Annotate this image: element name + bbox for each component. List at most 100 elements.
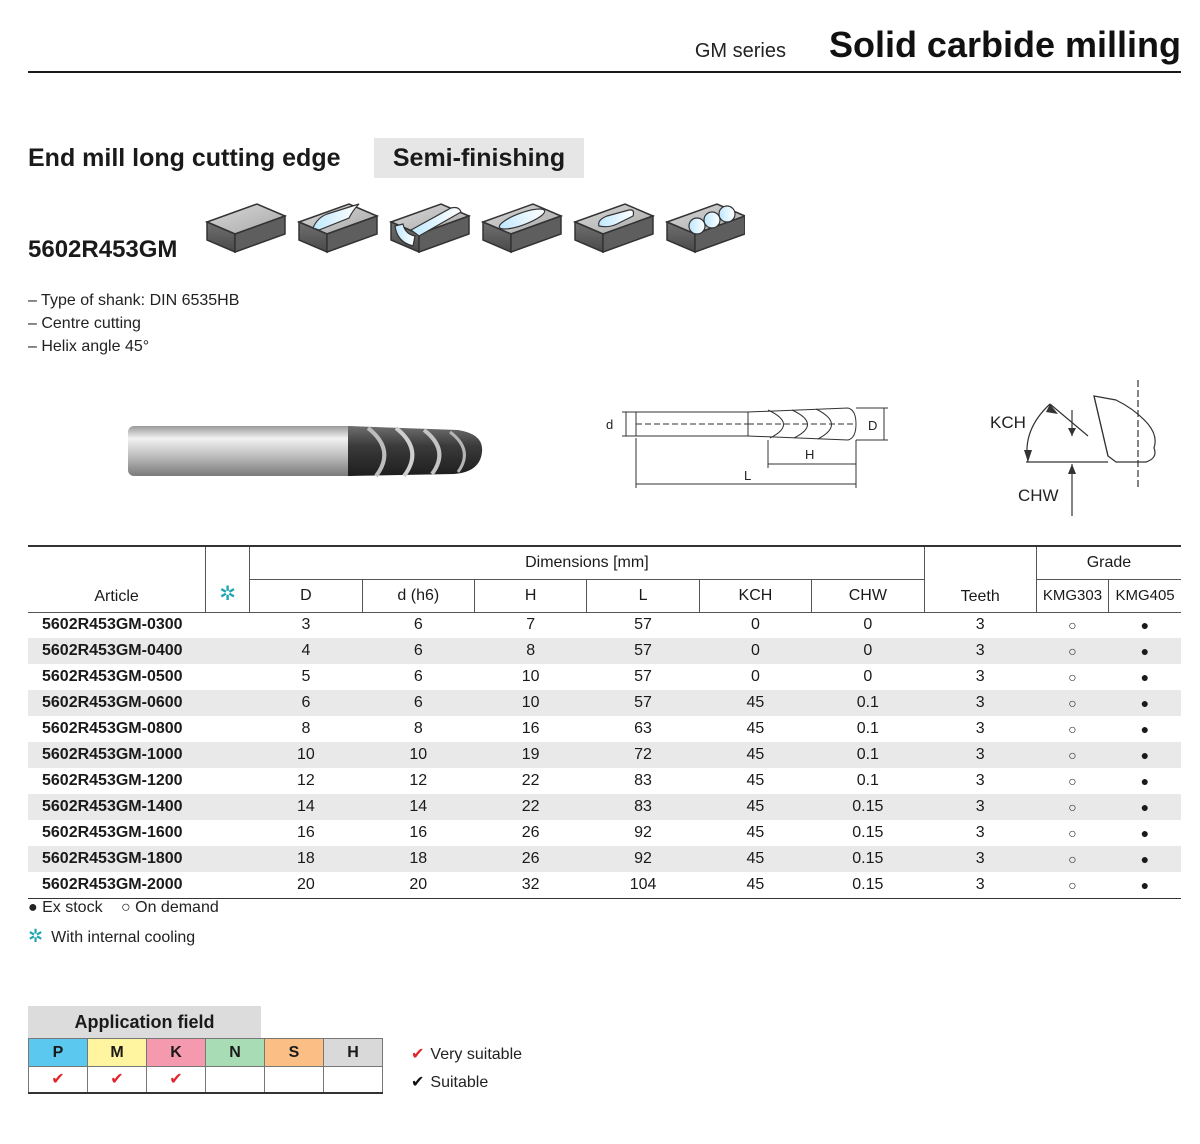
- col-grade-kmg303: KMG303: [1035, 579, 1109, 613]
- cell-l: 104: [586, 872, 700, 899]
- cell-d: 5: [301, 668, 311, 685]
- finish-badge: Semi-finishing: [374, 138, 584, 178]
- cell-d: 6: [249, 690, 363, 716]
- col-CHW: CHW: [811, 579, 924, 613]
- cell-chw: 0.1: [856, 772, 879, 789]
- dim-H-label: H: [805, 447, 814, 462]
- cell-d: 12: [409, 772, 428, 789]
- col-d: d (h6): [361, 579, 475, 613]
- cell-kch: 45: [746, 824, 765, 841]
- cell-g1: ○: [1036, 742, 1109, 768]
- cell-kch: 45: [746, 720, 765, 737]
- cell-l: 72: [586, 742, 700, 768]
- feature-centre-cutting: – Centre cutting: [28, 315, 141, 332]
- stock-legend: ● Ex stock ○ On demand: [28, 899, 233, 917]
- material-s-check-icon: [264, 1066, 324, 1094]
- cell-kch: 0: [750, 616, 760, 634]
- col-grade-kmg405: KMG405: [1108, 579, 1181, 613]
- col-L: L: [586, 579, 700, 613]
- cell-g1: ○: [1036, 690, 1109, 716]
- cell-g1: ○: [1036, 794, 1109, 820]
- very-suitable-label: Very suitable: [430, 1046, 523, 1063]
- ramping-icon: [572, 203, 656, 254]
- cell-kch: 0: [699, 638, 812, 664]
- cell-g2: ●: [1140, 669, 1150, 685]
- material-s: S: [264, 1038, 324, 1067]
- cell-h: 22: [474, 794, 587, 820]
- material-n: N: [205, 1038, 265, 1067]
- cell-teeth: 3: [975, 824, 985, 841]
- cell-g2: ●: [1108, 794, 1181, 820]
- material-n-check-icon: [205, 1066, 265, 1094]
- cell-d: 14: [249, 794, 363, 820]
- cell-d: 10: [249, 742, 363, 768]
- cell-l: 92: [586, 846, 700, 872]
- internal-cooling-icon: ✲: [28, 926, 44, 946]
- cell-teeth: 3: [975, 720, 985, 737]
- material-m-check-icon: ✔: [87, 1066, 147, 1094]
- feature-helix-angle: – Helix angle 45°: [28, 338, 150, 355]
- cell-d: 16: [297, 824, 315, 841]
- cell-d: 3: [301, 616, 311, 634]
- very-suitable-check-icon: ✔: [411, 1046, 425, 1063]
- dimension-drawing: d D H L: [606, 407, 888, 488]
- article-number: 5602R453GM-1200: [42, 772, 183, 789]
- suitable-label: Suitable: [430, 1074, 489, 1091]
- cell-kch: 45: [746, 772, 765, 789]
- cell-l: 57: [634, 616, 652, 634]
- cell-kch: 45: [699, 872, 812, 899]
- cell-g1: ○: [1036, 846, 1109, 872]
- cell-l: 83: [634, 772, 652, 789]
- cell-d: 6: [413, 616, 423, 634]
- cooling-legend: ✲With internal cooling: [28, 926, 195, 947]
- slotting-icon: [296, 203, 380, 254]
- ex-stock-legend: ● Ex stock: [28, 899, 103, 916]
- cell-chw: 0.15: [852, 824, 884, 841]
- spec-table: Article ✲ Dimensions [mm] Teeth Grade D …: [28, 545, 1181, 899]
- col-D: D: [249, 579, 363, 613]
- article-number: 5602R453GM-0500: [42, 668, 183, 685]
- cell-chw: 0.15: [811, 794, 924, 820]
- chamfer-drawing: KCH CHW: [990, 380, 1156, 516]
- chw-label: CHW: [1018, 486, 1059, 505]
- cell-g1: ○: [1068, 773, 1077, 789]
- cell-h: 10: [521, 668, 540, 685]
- cell-h: 26: [521, 824, 540, 841]
- cell-kch: 0: [750, 668, 760, 685]
- cell-d: 20: [249, 872, 363, 899]
- material-h: H: [323, 1038, 383, 1067]
- cell-h: 32: [474, 872, 587, 899]
- cooling-icon: ✲: [205, 545, 250, 613]
- article-number: 5602R453GM-1600: [42, 824, 183, 841]
- cell-chw: 0: [811, 638, 924, 664]
- col-KCH: KCH: [698, 579, 812, 613]
- material-k-check-icon: ✔: [146, 1066, 206, 1094]
- cell-h: 22: [521, 772, 540, 789]
- product-code: 5602R453GM: [28, 236, 178, 263]
- article-number: 5602R453GM-1000: [28, 742, 250, 768]
- cell-teeth: 3: [924, 794, 1037, 820]
- article-number: 5602R453GM-0400: [28, 638, 250, 664]
- cell-chw: 0.1: [811, 690, 924, 716]
- cell-g2: ●: [1108, 742, 1181, 768]
- col-dimensions: Dimensions [mm]: [249, 545, 924, 580]
- cell-d: 18: [249, 846, 363, 872]
- cell-chw: 0.1: [856, 720, 879, 737]
- cell-chw: 0.15: [811, 846, 924, 872]
- face-milling-icon: [205, 203, 288, 254]
- end-mill-image: [128, 426, 483, 478]
- cell-d: 12: [297, 772, 315, 789]
- dim-D-label: D: [868, 418, 877, 433]
- cell-h: 7: [526, 616, 536, 634]
- cell-g1: ○: [1068, 825, 1077, 841]
- cell-teeth: 3: [924, 846, 1037, 872]
